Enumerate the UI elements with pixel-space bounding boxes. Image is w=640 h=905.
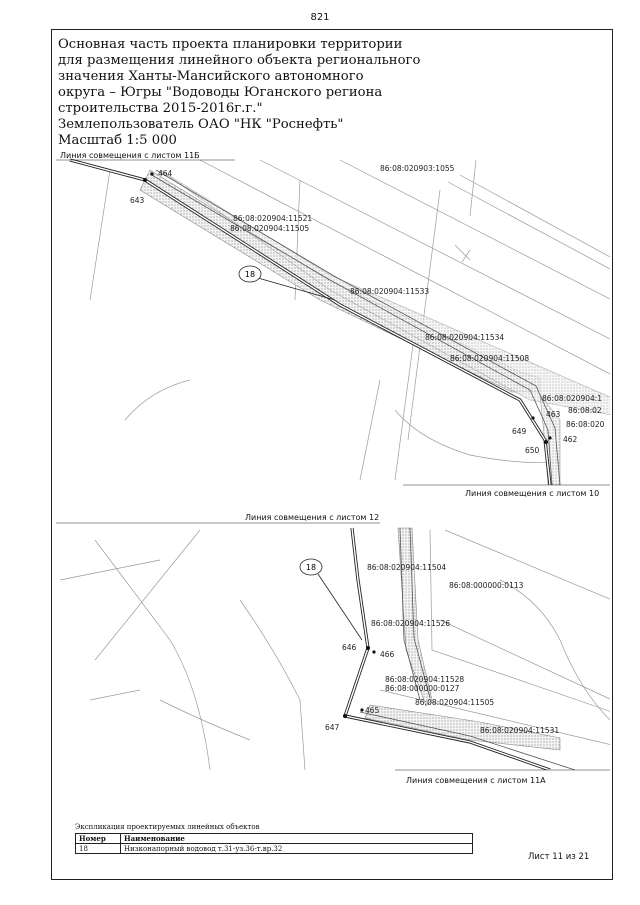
marker-leader [317, 573, 363, 641]
legend-row-number: 18 [75, 843, 121, 854]
pipeline-18-bottom [342, 527, 551, 770]
map-fragment-bottom: 18 86:08:020904:11504 86:08:000000:0113 … [59, 527, 610, 770]
point-label: 463 [546, 410, 561, 419]
object-marker [238, 265, 262, 283]
title-line: округа – Югры "Водоводы Юганского регион… [58, 85, 383, 100]
sheet-frame [51, 29, 613, 880]
cadastral-boundaries [89, 159, 610, 481]
parcel-label: 86:08:000000:0113 [449, 581, 524, 590]
match-line-label: Линия совмещения с листом 11А [406, 776, 546, 785]
map-scale: Масштаб 1:5 000 [58, 133, 177, 148]
parcel-label: 86:08:020904:11533 [350, 287, 429, 296]
table-row: 18 Низконапорный водовод т.31-уз.36-т.вр… [75, 843, 473, 854]
parcel-label: 86:08:020904:11508 [450, 354, 529, 363]
point-label: 464 [158, 169, 173, 178]
legend-row-name: Низконапорный водовод т.31-уз.36-т.вр.32 [120, 843, 473, 854]
match-line-label: Линия совмещения с листом 10 [465, 489, 599, 498]
parcel-label: 86:08:020 [566, 420, 605, 429]
existing-pipelines [149, 169, 561, 485]
parcel-label: 86:08:020904:1 [542, 394, 602, 403]
point-label: 650 [525, 446, 540, 455]
right-of-way-corridor [397, 527, 433, 707]
marker-leader [257, 277, 336, 301]
point-label: 643 [130, 196, 145, 205]
parcel-label: 86:08:000000:0127 [385, 684, 460, 693]
title-line: значения Ханты-Мансийского автономного [58, 69, 364, 84]
point-label: 466 [380, 650, 395, 659]
parcel-label: 86:08:020904:11531 [480, 726, 559, 735]
title-line: Основная часть проекта планировки террит… [58, 37, 403, 52]
object-marker-label: 18 [306, 563, 316, 572]
turning-points [343, 646, 376, 718]
point-label: 647 [325, 723, 340, 732]
point-label: 646 [342, 643, 357, 652]
right-of-way-corridor [364, 704, 561, 751]
legend-table: Номер Наименование 18 Низконапорный водо… [75, 833, 473, 854]
parcel-label: 86:08:020904:11526 [371, 619, 450, 628]
point-label: 462 [563, 435, 578, 444]
existing-pipelines [359, 527, 576, 770]
sheet-number: Лист 11 из 21 [528, 852, 590, 862]
point-label: 465 [365, 706, 380, 715]
legend-header-row: Номер Наименование [75, 833, 473, 844]
parcel-label: 86:08:02 [568, 406, 602, 415]
turning-point [372, 650, 376, 654]
turning-point [544, 440, 548, 444]
page-number: 821 [310, 12, 330, 23]
title-line: Землепользователь ОАО "НК "Роснефть" [58, 117, 344, 132]
parcel-label: 86:08:020904:11528 [385, 675, 464, 684]
match-line-label: Линия совмещения с листом 11Б [60, 151, 200, 160]
parcel-label: 86:08:020904:11505 [230, 224, 309, 233]
turning-point [143, 178, 147, 182]
parcel-label: 86:08:020903:1055 [380, 164, 455, 173]
turning-point [360, 708, 364, 712]
turning-point [150, 172, 154, 176]
pipeline-18-top [69, 158, 552, 485]
match-line-label: Линия совмещения с листом 12 [245, 513, 379, 522]
turning-point [343, 714, 347, 718]
legend-caption: Экспликация проектируемых линейных объек… [75, 823, 260, 831]
map-title: Основная часть проекта планировки террит… [58, 37, 421, 149]
turning-point [531, 416, 535, 420]
cadastral-boundaries [59, 529, 610, 770]
parcel-label: 86:08:020904:11521 [233, 214, 312, 223]
parcel-label: 86:08:020904:11505 [415, 698, 494, 707]
title-line: строительства 2015-2016г.г." [58, 101, 263, 116]
point-label: 649 [512, 427, 527, 436]
object-marker [299, 558, 323, 576]
legend-header-number: Номер [75, 833, 121, 844]
map-fragment-top: 18 86:08:020903:1055 86:08:020904:11521 … [69, 158, 610, 485]
legend-header-name: Наименование [120, 833, 473, 844]
right-of-way-corridor [159, 169, 610, 415]
parcel-label: 86:08:020904:11534 [425, 333, 504, 342]
turning-points [143, 172, 552, 444]
turning-point [366, 646, 370, 650]
parcel-label: 86:08:020904:11504 [367, 563, 446, 572]
title-line: для размещения линейного объекта региона… [58, 53, 421, 68]
object-marker-label: 18 [245, 270, 255, 279]
turning-point [548, 436, 552, 440]
